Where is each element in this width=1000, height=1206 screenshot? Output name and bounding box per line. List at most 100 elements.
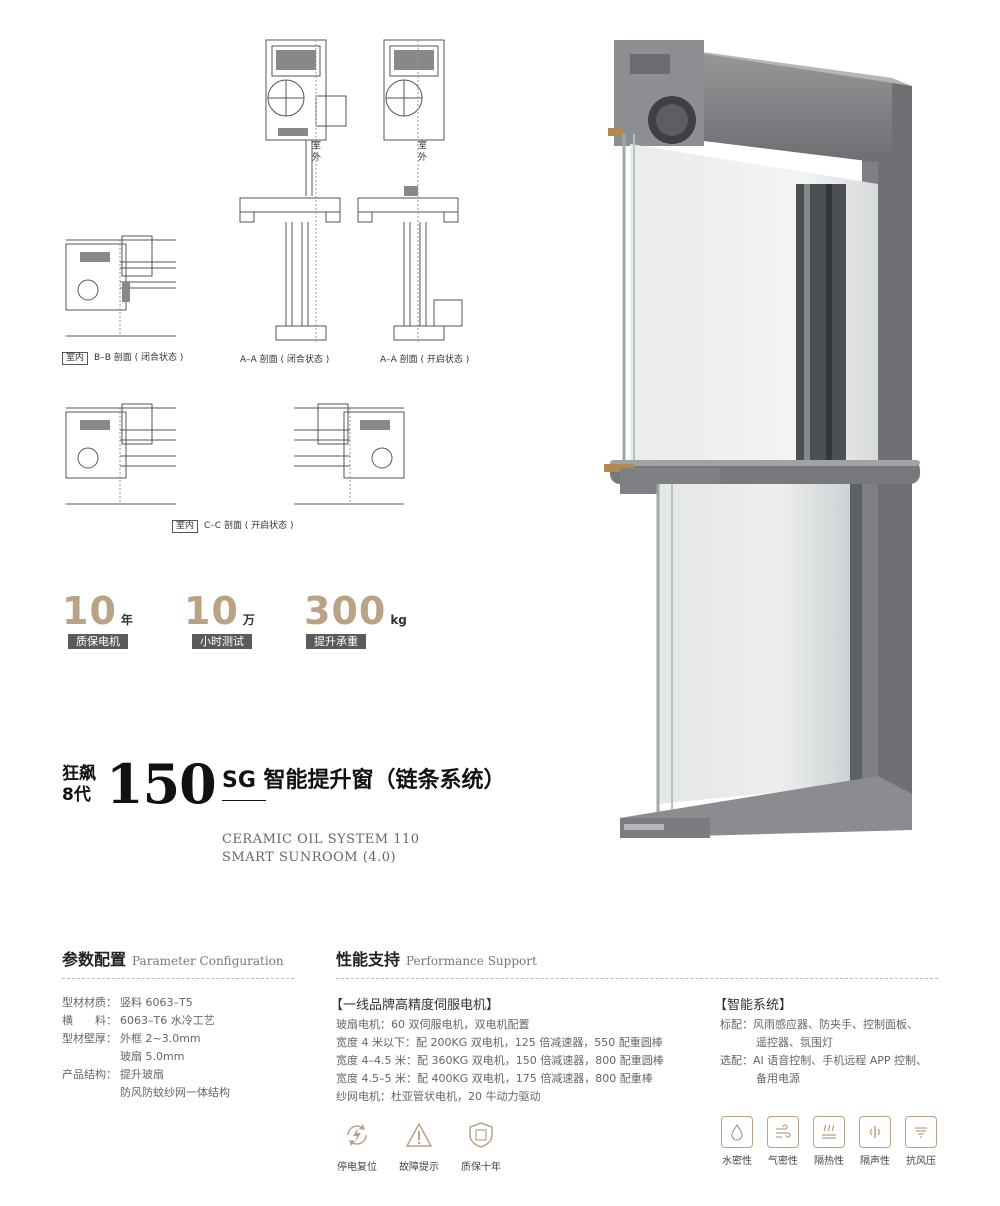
param-value: 玻扇 5.0mm	[120, 1050, 185, 1063]
smart-opt-value-2: 备用电源	[756, 1072, 800, 1085]
power-reset-icon	[347, 1124, 367, 1146]
section-drawing-bb	[65, 235, 176, 337]
stat-unit: 万	[242, 613, 255, 627]
indoor-tag: 室内	[172, 520, 199, 533]
feature-label: 故障提示	[399, 1162, 439, 1173]
param-value: 外框 2~3.0mm	[120, 1032, 201, 1045]
outdoor-char-1: 室	[418, 141, 428, 151]
outdoor-char-1: 室	[312, 141, 322, 151]
model-number: 150	[106, 752, 217, 816]
brand-line-1: 狂飙	[62, 764, 96, 784]
param-key	[62, 1084, 120, 1102]
outdoor-char-2: 外	[312, 153, 322, 163]
property-label: 气密性	[768, 1156, 798, 1167]
param-key: 横 料：	[62, 1014, 117, 1027]
motor-line: 宽度 4 米以下：配 200KG 双电机，125 倍减速器，550 配重圆棒	[336, 1036, 663, 1049]
param-row: 横 料：6063–T6 水冷工艺	[62, 1012, 230, 1030]
stat-unit: 年	[120, 613, 133, 627]
english-subtitle-1: CERAMIC OIL SYSTEM 110	[222, 832, 420, 847]
param-value: 竖料 6063–T5	[120, 996, 193, 1009]
param-value: 6063–T6 水冷工艺	[120, 1014, 215, 1027]
smart-opt-value: AI 语音控制、手机远程 APP 控制、	[753, 1054, 928, 1067]
section-drawing-aa-open	[357, 39, 463, 342]
feature-power-reset: 停电复位	[334, 1120, 380, 1173]
feature-label: 质保十年	[461, 1162, 501, 1173]
param-key: 型材壁厚：	[62, 1032, 117, 1045]
section-drawing-cc-right	[294, 403, 405, 505]
smart-std-label: 标配：	[720, 1018, 753, 1031]
caption-cc-text: C–C 剖面 ( 开启状态 )	[204, 521, 294, 531]
feature-fault-alert: 故障提示	[396, 1120, 442, 1173]
stat-value: 10	[184, 589, 239, 633]
outdoor-label-2: 室 外	[418, 140, 427, 164]
param-value: 提升玻扇	[120, 1068, 164, 1081]
stat-value: 300	[304, 589, 387, 633]
param-row: 产品结构：提升玻扇	[62, 1066, 230, 1084]
motor-line: 纱网电机：杜亚管状电机，20 牛动力驱动	[336, 1090, 541, 1103]
water-drop-icon	[721, 1116, 753, 1148]
property-label: 隔热性	[814, 1156, 844, 1167]
caption-aa-closed: A–A 剖面 ( 闭合状态 )	[240, 355, 330, 365]
indoor-tag: 室内	[62, 352, 89, 365]
smart-specs: 标配：风雨感应器、防夹手、控制面板、 遥控器、氛围灯 选配：AI 语音控制、手机…	[720, 1016, 927, 1088]
caption-cc: 室内 C–C 剖面 ( 开启状态 )	[172, 518, 294, 533]
stat-unit: kg	[390, 613, 407, 627]
heat-icon	[813, 1116, 845, 1148]
param-key	[62, 1048, 120, 1066]
params-divider	[62, 978, 294, 979]
caption-aa-open: A–A 剖面 ( 开启状态 )	[380, 355, 470, 365]
property-label: 水密性	[722, 1156, 752, 1167]
motor-heading: 【一线品牌高精度伺服电机】	[330, 998, 500, 1013]
param-row: 型材材质：竖料 6063–T5	[62, 994, 230, 1012]
wind-pressure-icon	[905, 1116, 937, 1148]
motor-line: 玻扇电机：60 双伺服电机，双电机配置	[336, 1018, 530, 1031]
param-row: 玻扇 5.0mm	[62, 1048, 230, 1066]
motor-specs: 玻扇电机：60 双伺服电机，双电机配置 宽度 4 米以下：配 200KG 双电机…	[336, 1016, 664, 1106]
property-sound-insulation: 隔声性	[852, 1116, 898, 1167]
stat-label: 质保电机	[68, 634, 128, 649]
performance-title-text: 性能支持	[336, 950, 401, 969]
motor-line: 宽度 4.5–5 米：配 400KG 双电机，175 倍减速器，800 配重棒	[336, 1072, 653, 1085]
params-list: 型材材质：竖料 6063–T5 横 料：6063–T6 水冷工艺 型材壁厚：外框…	[62, 994, 230, 1102]
property-label: 抗风压	[906, 1156, 936, 1167]
property-air-tightness: 气密性	[760, 1116, 806, 1167]
param-value: 防风防蚊纱网一体结构	[120, 1086, 230, 1099]
param-row: 型材壁厚：外框 2~3.0mm	[62, 1030, 230, 1048]
property-heat-insulation: 隔热性	[806, 1116, 852, 1167]
smart-opt-label: 选配：	[720, 1054, 753, 1067]
motor-line: 宽度 4–4.5 米：配 360KG 双电机，150 倍减速器，800 配重圆棒	[336, 1054, 664, 1067]
title-underline	[222, 800, 266, 801]
param-key: 产品结构：	[62, 1068, 117, 1081]
performance-divider	[336, 978, 938, 979]
brand-name: 狂飙 8代	[62, 764, 96, 806]
product-title: SG 智能提升窗（链条系统）	[222, 768, 506, 793]
caption-bb-text: B–B 剖面 ( 闭合状态 )	[94, 353, 184, 363]
caption-bb: 室内 B–B 剖面 ( 闭合状态 )	[62, 350, 183, 365]
shield-icon	[469, 1122, 493, 1148]
brand-line-2: 8代	[62, 785, 91, 805]
property-label: 隔声性	[860, 1156, 890, 1167]
params-subtitle: Parameter Configuration	[132, 954, 284, 968]
sound-icon	[859, 1116, 891, 1148]
param-row: 防风防蚊纱网一体结构	[62, 1084, 230, 1102]
warning-triangle-icon	[405, 1122, 433, 1147]
outdoor-char-2: 外	[418, 153, 428, 163]
performance-subtitle: Performance Support	[406, 954, 537, 968]
param-key: 型材材质：	[62, 996, 117, 1009]
section-drawing-cc-left	[65, 403, 176, 505]
feature-ten-year-warranty: 质保十年	[458, 1120, 504, 1173]
property-water-tightness: 水密性	[714, 1116, 760, 1167]
property-wind-pressure: 抗风压	[898, 1116, 944, 1167]
stat-label: 提升承重	[306, 634, 366, 649]
wind-icon	[767, 1116, 799, 1148]
smart-std-value: 风雨感应器、防夹手、控制面板、	[753, 1018, 918, 1031]
smart-std-value-2: 遥控器、氛围灯	[756, 1036, 833, 1049]
performance-title: 性能支持 Performance Support	[336, 946, 537, 970]
stat-value: 10	[62, 589, 117, 633]
feature-label: 停电复位	[337, 1162, 377, 1173]
outdoor-label: 室 外	[312, 140, 321, 164]
english-subtitle-2: SMART SUNROOM (4.0)	[222, 850, 397, 865]
